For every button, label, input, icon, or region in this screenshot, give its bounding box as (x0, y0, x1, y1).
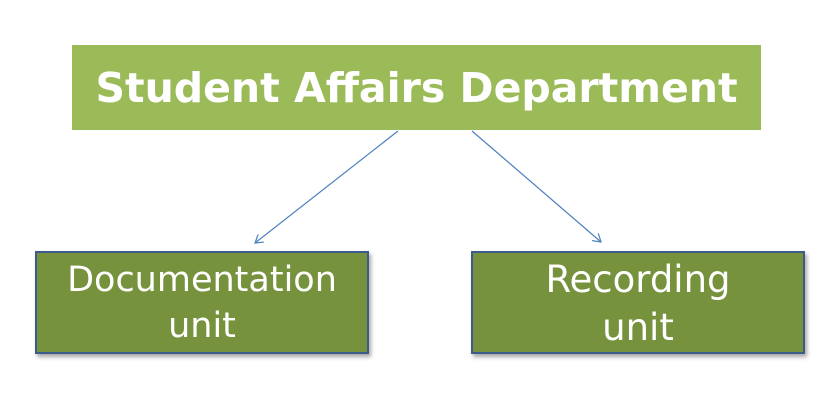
child-node-documentation-line-1: Documentation (67, 260, 337, 300)
child-node-recording-line-2: unit (602, 306, 674, 350)
child-node-documentation: Documentation unit (35, 251, 369, 354)
connector-arrow-left (255, 130, 399, 243)
root-node-box: Student Affairs Department (72, 45, 761, 130)
root-node-label: Student Affairs Department (95, 63, 738, 112)
connector-arrow-right (471, 130, 601, 242)
child-node-recording-line-1: Recording (545, 258, 731, 301)
child-node-recording: Recording unit (471, 251, 805, 354)
child-node-documentation-line-2: unit (168, 305, 236, 346)
